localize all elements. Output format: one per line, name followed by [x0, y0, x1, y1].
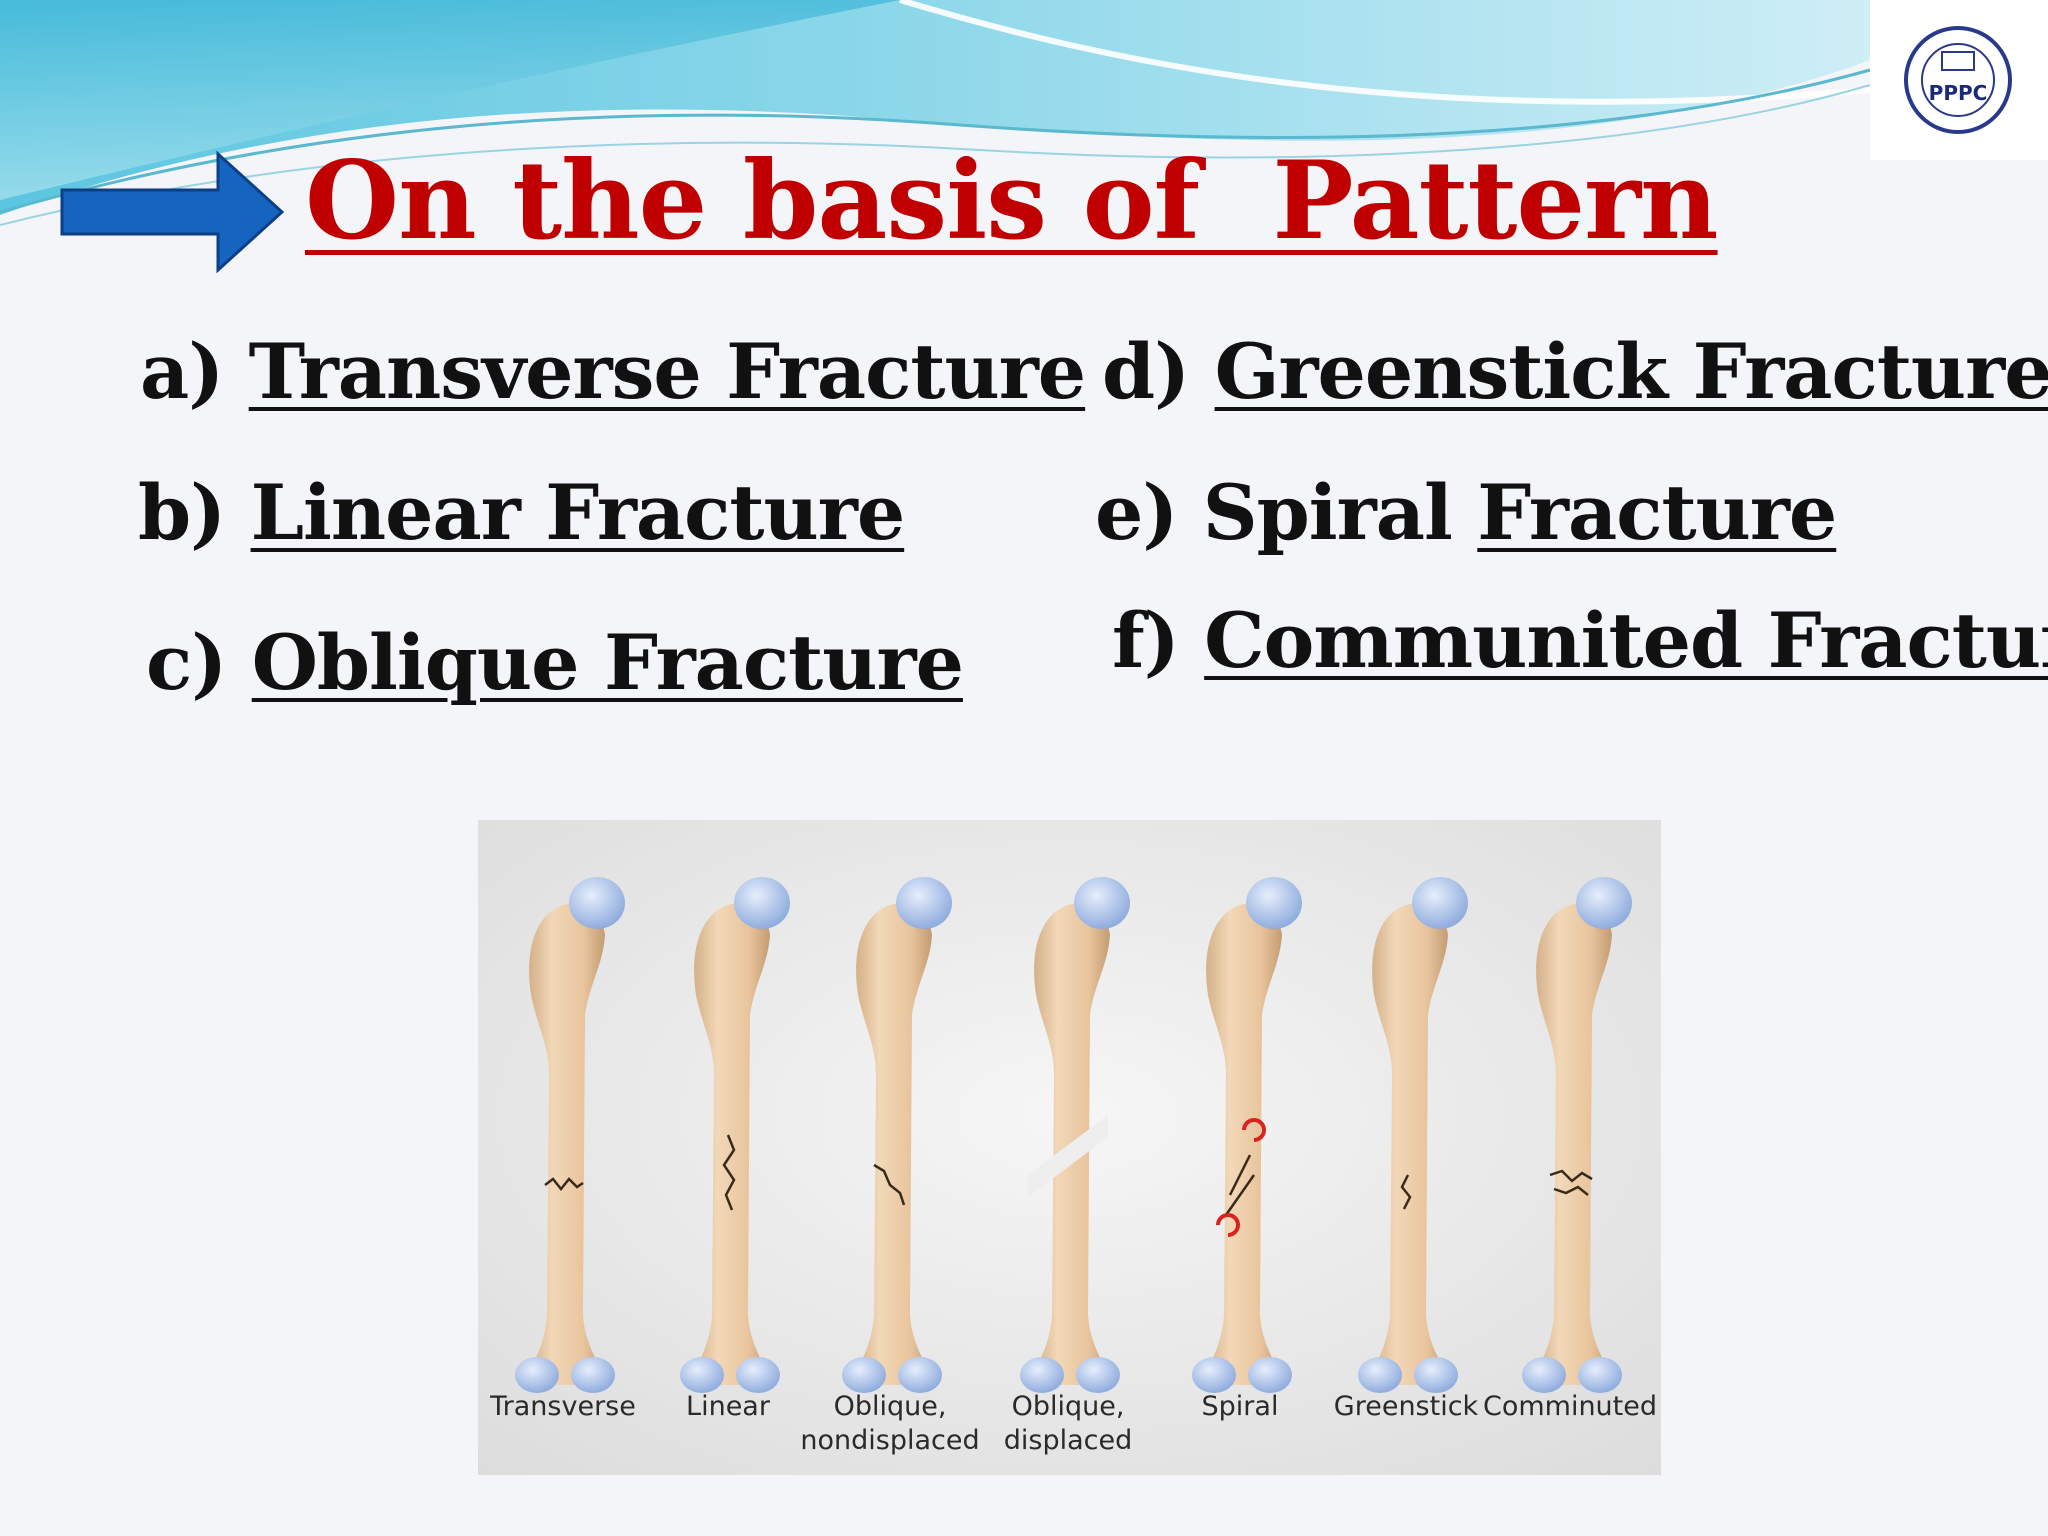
figure-label-line2: displaced: [1003, 1425, 1133, 1456]
figure-label-line1: Comminuted: [1482, 1391, 1658, 1422]
fracture-line: [1400, 1174, 1412, 1210]
figure-label: Oblique,nondisplaced: [800, 1390, 980, 1458]
femur-bone: [842, 877, 952, 1393]
list-item-spiral: e) Spiral Fracture: [1095, 468, 1837, 557]
fracture-line: [1224, 1154, 1256, 1216]
figure-label-line1: Greenstick: [1333, 1391, 1479, 1422]
item-name: Transverse Fracture: [248, 327, 1086, 416]
bones-illustration: [478, 820, 1661, 1475]
figure-label: Comminuted: [1480, 1390, 1660, 1424]
figure-label: Greenstick: [1316, 1390, 1496, 1424]
figure-label-line1: Spiral: [1201, 1391, 1279, 1422]
figure-label: Oblique,displaced: [978, 1390, 1158, 1458]
item-letter: f): [1112, 596, 1180, 685]
figure-label-line2: nondisplaced: [800, 1425, 980, 1456]
list-item-transverse: a) Transverse Fracture: [140, 327, 1086, 416]
item-letter: d): [1102, 327, 1190, 416]
figure-label-line1: Linear: [686, 1391, 770, 1422]
figure-label-line1: Oblique,: [833, 1391, 947, 1422]
item-letter: e) Spiral: [1095, 468, 1453, 557]
header-wave-decoration: [0, 0, 1871, 226]
figure-label: Transverse: [473, 1390, 653, 1424]
item-name: Linear Fracture: [250, 468, 906, 557]
rotation-arrow-icon: [1216, 1213, 1240, 1237]
fracture-line: [873, 1163, 906, 1206]
figure-label: Linear: [638, 1390, 818, 1424]
list-item-greenstick: d) Greenstick Fracture: [1102, 327, 2048, 416]
list-item-communited: f) Communited Fracture: [1112, 596, 2048, 685]
item-letter: a): [140, 327, 224, 416]
fracture-line: [722, 1134, 736, 1211]
femur-bone: [680, 877, 790, 1393]
femur-bone: [515, 877, 625, 1393]
item-name: Communited Fracture: [1204, 596, 2048, 685]
femur-bone: [1192, 877, 1302, 1393]
fracture-line: [1549, 1169, 1593, 1196]
list-item-linear: b) Linear Fracture: [138, 468, 906, 557]
figure-label: Spiral: [1150, 1390, 1330, 1424]
item-name: Fracture: [1477, 468, 1837, 557]
page-title: On the basis of Pattern: [305, 138, 1719, 264]
item-letter: b): [138, 468, 226, 557]
rotation-arrow-icon: [1242, 1118, 1266, 1142]
list-item-oblique: c) Oblique Fracture: [146, 618, 964, 707]
fracture-line: [544, 1177, 584, 1192]
logo-text: PPPC: [1929, 81, 1988, 105]
femur-bone: [1020, 877, 1130, 1393]
arrow-right-icon: [60, 150, 285, 274]
item-letter: c): [146, 618, 227, 707]
figure-label-line1: Transverse: [490, 1391, 636, 1422]
item-name: Greenstick Fracture: [1214, 327, 2048, 416]
clinic-logo: PPPC: [1870, 0, 2048, 160]
femur-bone: [1358, 877, 1468, 1393]
figure-label-line1: Oblique,: [1011, 1391, 1125, 1422]
femur-bone: [1522, 877, 1632, 1393]
item-name: Oblique Fracture: [251, 618, 964, 707]
